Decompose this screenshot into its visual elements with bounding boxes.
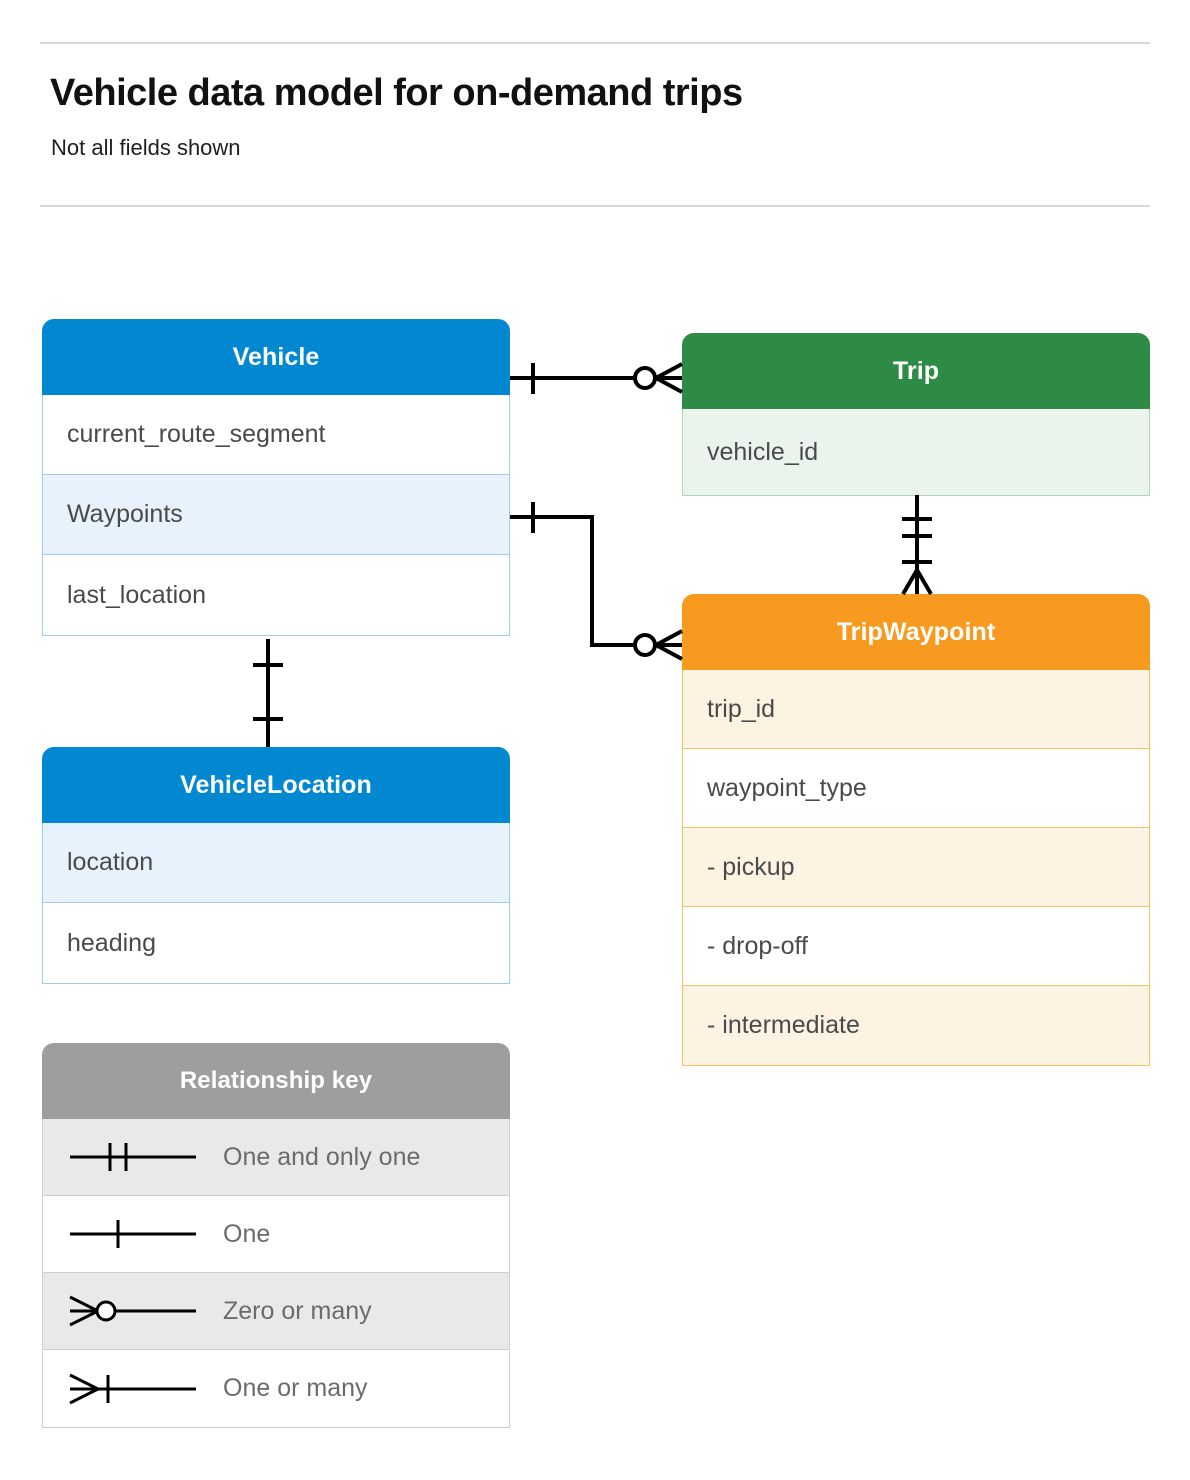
one-or-many-icon (43, 1369, 223, 1409)
entity-trip-waypoint[interactable]: TripWaypoint trip_id waypoint_type - pic… (682, 594, 1150, 1066)
connector-vehicle-to-vehicle-location (253, 639, 283, 747)
field-row[interactable]: - drop-off (683, 907, 1149, 986)
legend-item-label: One and only one (223, 1142, 421, 1171)
field-row[interactable]: - intermediate (683, 986, 1149, 1065)
page-subtitle: Not all fields shown (51, 135, 241, 160)
field-row[interactable]: heading (43, 903, 509, 983)
connector-vehicle-to-trip (510, 362, 683, 394)
field-row[interactable]: current_route_segment (43, 395, 509, 475)
one-icon (43, 1214, 223, 1254)
entity-trip-fields: vehicle_id (682, 409, 1150, 496)
connector-trip-to-trip-waypoint (901, 495, 933, 596)
field-row[interactable]: vehicle_id (683, 409, 1149, 495)
legend-title: Relationship key (42, 1043, 510, 1119)
legend-rows: One and only one One (42, 1119, 510, 1428)
entity-vehicle-fields: current_route_segment Waypoints last_loc… (42, 395, 510, 636)
entity-vehicle-location-title: VehicleLocation (42, 747, 510, 823)
field-row[interactable]: trip_id (683, 670, 1149, 749)
legend-item: One (43, 1196, 509, 1273)
entity-vehicle-location-fields: location heading (42, 823, 510, 984)
entity-trip-waypoint-title: TripWaypoint (682, 594, 1150, 670)
legend-item: One or many (43, 1350, 509, 1427)
connector-waypoints-to-trip-waypoint (510, 502, 683, 661)
field-row[interactable]: - pickup (683, 828, 1149, 907)
legend-item: Zero or many (43, 1273, 509, 1350)
field-row[interactable]: last_location (43, 555, 509, 635)
page-title: Vehicle data model for on-demand trips (50, 72, 743, 114)
field-row[interactable]: Waypoints (43, 475, 509, 555)
legend-item: One and only one (43, 1119, 509, 1196)
legend-item-label: One or many (223, 1374, 368, 1402)
field-row[interactable]: waypoint_type (683, 749, 1149, 828)
entity-trip-waypoint-fields: trip_id waypoint_type - pickup - drop-of… (682, 670, 1150, 1066)
header-divider-bottom (40, 205, 1150, 207)
entity-trip[interactable]: Trip vehicle_id (682, 333, 1150, 496)
legend-item-label: Zero or many (223, 1296, 372, 1325)
legend-item-label: One (223, 1219, 271, 1248)
field-row[interactable]: location (43, 823, 509, 903)
zero-or-many-icon (43, 1291, 223, 1331)
header-divider-top (40, 42, 1150, 44)
relationship-key-legend: Relationship key One and only one (42, 1043, 510, 1428)
one-and-only-one-icon (43, 1137, 223, 1177)
entity-vehicle-title: Vehicle (42, 319, 510, 395)
entity-vehicle-location[interactable]: VehicleLocation location heading (42, 747, 510, 984)
entity-trip-title: Trip (682, 333, 1150, 409)
entity-vehicle[interactable]: Vehicle current_route_segment Waypoints … (42, 319, 510, 636)
